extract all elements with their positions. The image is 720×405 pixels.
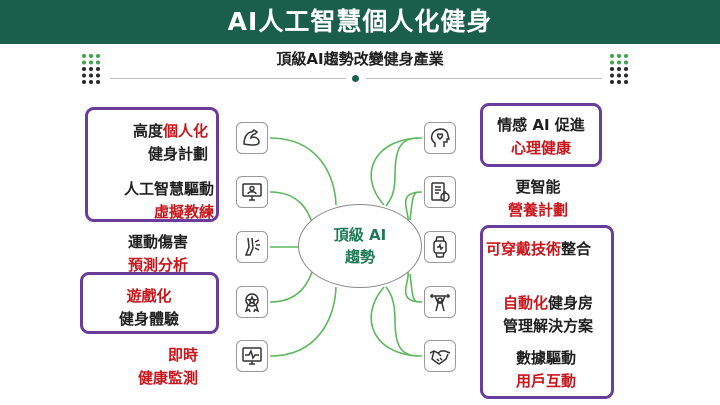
flexed-arm-icon [236, 122, 268, 154]
left-item-5-row2-seg-1: 健康監測 [137, 369, 198, 387]
grid-dot [89, 54, 93, 58]
grid-dot [617, 54, 621, 58]
grid-dot [82, 73, 86, 78]
grid-dot [96, 73, 100, 78]
connector-right-1b [385, 137, 419, 207]
right-item-3-label: 可穿戴技術整合 [486, 238, 614, 261]
right-item-4-row2-seg-1: 管理解決方案 [502, 317, 593, 335]
hub-line-2: 趨勢 [344, 248, 375, 266]
grid-dot [624, 67, 628, 71]
grid-dot [82, 80, 86, 84]
injured-leg-icon [236, 231, 268, 263]
grid-dot [89, 73, 93, 78]
grid-dot [610, 54, 614, 58]
right-item-3-row1-seg-1: 可穿戴技術 [486, 240, 562, 258]
left-item-3-label: 運動傷害預測分析 [96, 231, 188, 277]
left-item-1-label: 高度個人化健身計劃 [96, 120, 208, 166]
right-item-1-row2-seg-1: 心理健康 [510, 139, 571, 157]
grid-dot [624, 54, 628, 58]
right-item-3-row1-seg-2: 整合 [561, 240, 592, 258]
page-title: AI人工智慧個人化健身 [227, 7, 493, 36]
grid-dot [89, 80, 93, 84]
dot-grid-left-icon [82, 54, 100, 84]
left-item-4-row2-seg-1: 健身體驗 [118, 310, 179, 328]
grid-dot [82, 60, 86, 65]
right-item-1-row1-seg-1: 情感 AI 促進 [497, 116, 585, 134]
right-item-5-label: 數據驅動用戶互動 [492, 347, 600, 393]
smartwatch-icon [424, 231, 456, 263]
right-item-2-label: 更智能營養計劃 [488, 176, 588, 222]
right-item-4-row1-seg-2: 健身房 [548, 294, 594, 312]
grid-dot [624, 80, 628, 84]
handshake-icon [424, 340, 456, 372]
title-banner [0, 0, 720, 44]
left-item-3-row1-seg-1: 運動傷害 [127, 233, 188, 251]
right-item-2-row2-seg-1: 營養計劃 [507, 201, 568, 219]
grid-dot [89, 67, 93, 71]
left-item-2-label: 人工智慧驅動虛擬教練 [96, 178, 214, 224]
left-item-1-row1-seg-2: 個人化 [162, 122, 208, 140]
connector-right-4b [409, 273, 419, 303]
right-item-1-label: 情感 AI 促進心理健康 [482, 114, 600, 160]
right-item-4-row1-seg-1: 自動化 [502, 294, 548, 312]
left-item-1-row2-seg-1: 健身計劃 [147, 145, 208, 163]
connector-right-5 [370, 286, 423, 357]
left-item-5-row1-seg-1: 即時 [167, 346, 198, 364]
left-item-2-row1-seg-1: 人工智慧驅動 [123, 180, 214, 198]
grid-dot [96, 60, 100, 65]
grid-dot [617, 67, 621, 71]
connector-right-5b [385, 286, 419, 357]
grid-dot [624, 73, 628, 78]
grid-dot [82, 54, 86, 58]
grid-dot [96, 54, 100, 58]
connector-left-5 [269, 286, 337, 357]
divider-dot [352, 75, 359, 82]
nutrition-plan-icon [424, 176, 456, 208]
left-item-4-label: 遊戲化健身體驗 [86, 285, 212, 331]
connector-right-2b [409, 191, 419, 221]
highlight-frame-left-top [85, 107, 219, 222]
grid-dot [96, 80, 100, 84]
dot-grid-right-icon [610, 54, 628, 84]
grid-dot [96, 67, 100, 71]
virtual-coach-screen-icon [236, 176, 268, 208]
right-item-5-row1-seg-1: 數據驅動 [515, 349, 576, 367]
right-item-2-row1-seg-1: 更智能 [515, 178, 561, 196]
highlight-frame-right-top [480, 103, 602, 167]
divider-right [366, 78, 602, 79]
monitor-pulse-icon [236, 340, 268, 372]
hub-line-1: 頂級 AI [333, 226, 387, 244]
left-item-1-row1-seg-1: 高度 [132, 122, 163, 140]
medal-badge-icon [236, 286, 268, 318]
left-item-5-label: 即時健康監測 [96, 344, 198, 390]
grid-dot [89, 60, 93, 65]
grid-dot [82, 67, 86, 71]
hub-label: 頂級 AI 趨勢 [298, 224, 422, 268]
grid-dot [610, 80, 614, 84]
grid-dot [617, 60, 621, 65]
page-subtitle: 頂級AI趨勢改變健身產業 [276, 50, 444, 68]
connector-left-2 [269, 191, 313, 223]
grid-dot [610, 67, 614, 71]
left-item-3-row2-seg-1: 預測分析 [127, 256, 188, 274]
connector-left-1 [269, 137, 337, 206]
connector-left-4 [269, 271, 313, 303]
highlight-frame-right-bottom [480, 225, 614, 399]
head-heart-icon [424, 122, 456, 154]
weightlifter-icon [424, 286, 456, 318]
highlight-frame-left-mid [80, 272, 219, 334]
right-item-5-row2-seg-1: 用戶互動 [515, 372, 576, 390]
hub-circle [298, 204, 422, 288]
grid-dot [617, 80, 621, 84]
divider-left [110, 78, 346, 79]
grid-dot [610, 60, 614, 65]
grid-dot [617, 73, 621, 78]
left-item-2-row2-seg-1: 虛擬教練 [153, 203, 214, 221]
left-item-4-row1-seg-1: 遊戲化 [126, 287, 172, 305]
right-item-4-label: 自動化健身房管理解決方案 [483, 292, 613, 338]
grid-dot [610, 73, 614, 78]
grid-dot [624, 60, 628, 65]
